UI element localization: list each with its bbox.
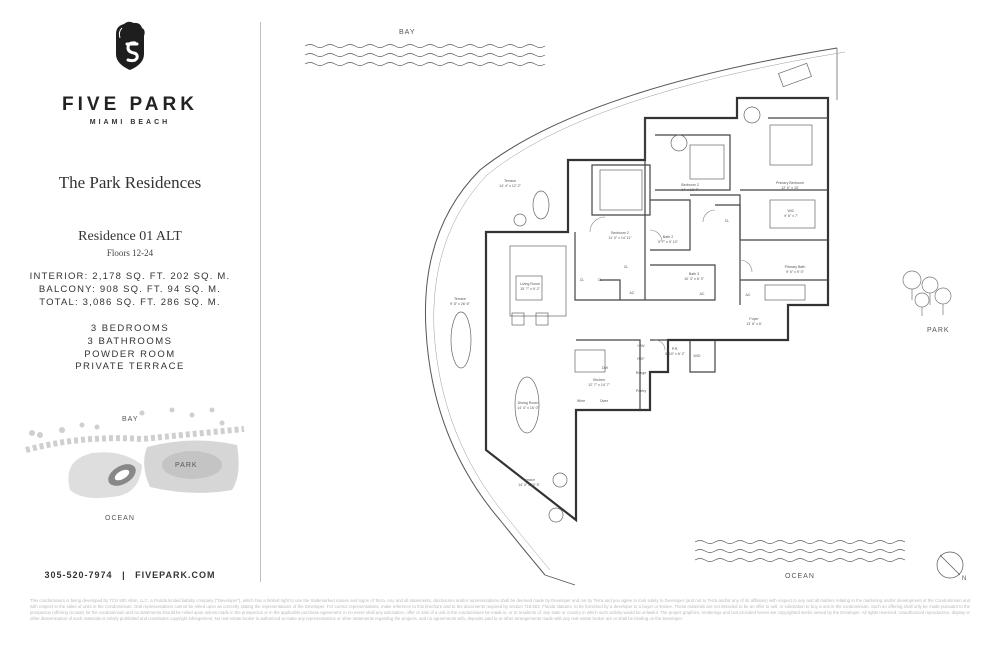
room-terrace-bottom-dim: 14' 4" x 10' 5" [518,483,540,487]
ocean-water-icon [694,540,906,562]
tag-closet-bedroom2: CL [624,265,629,269]
room-terrace-top-dim: 14' 4" x 12' 2" [499,184,521,188]
room-powder-name: P.R. [672,347,679,351]
plan-park-label: PARK [927,327,950,334]
compass-icon [936,551,964,579]
floor-plan: BAY PARK OCEAN N Terrace 14' 4" x 12' 2"… [304,29,966,586]
tag-hot-water: H/W [638,344,646,348]
room-dining-name: Dining Room [518,401,539,405]
interior-partitions [574,117,828,410]
room-terrace-bottom-name: Terrace [523,478,535,482]
room-kitchen-name: Kitchen [593,378,605,382]
room-living-name: Living Room [520,282,540,286]
contact-separator: | [122,570,126,580]
bay-water-icon [304,44,546,66]
feature-bedrooms: 3 BEDROOMS [90,323,170,334]
brand-name: FIVE PARK [62,94,198,115]
room-kitchen-dim: 12' 7" x 14' 7" [588,383,610,387]
balcony-outer-edge [424,47,838,576]
room-foyer-dim: 13' 6" x 6' [746,322,762,326]
legal-disclaimer: This condominium is being developed by T… [30,598,970,621]
tag-ac-primary: AC [746,293,751,297]
site-map-trees [29,407,225,438]
contact-phone[interactable]: 305-520-7974 [44,570,113,580]
room-bedroom3-dim: 14' x 13' 7" [681,188,699,192]
room-primary-bedroom-name: Primary Bedroom [776,181,804,185]
balcony-rail [433,51,846,571]
room-dining-dim: 14' 4" x 16' 0" [517,406,539,410]
compass-north-label: N [962,576,966,582]
room-bedroom2-name: Bedroom 2 [611,231,629,235]
tag-ac-bedroom2: AC [630,291,635,295]
residence-floors: Floors 12-24 [106,248,154,258]
tag-washer-dryer: W/D [694,354,701,358]
tag-ref: REF [637,357,645,361]
furniture [450,62,816,523]
site-map: BAY PARK OCEAN [25,407,245,522]
site-map-ocean-label: OCEAN [105,515,135,522]
tag-pantry: Pantry [636,389,647,393]
site-map-park-label: PARK [175,462,198,469]
room-wic-name: WIC [788,209,795,213]
room-bath3-dim: 10' 3" x 6' 3" [684,277,704,281]
room-primary-bath-dim: 9' 6" x 9' 0" [786,270,804,274]
tag-closet-hall: CL [598,278,603,282]
area-balcony: BALCONY: 908 SQ. FT. 94 SQ. M. [38,284,222,295]
room-foyer-name: Foyer [749,317,759,321]
tag-wine: Wine [577,399,585,403]
room-terrace-left-name: Terrace [454,297,466,301]
room-primary-bath-name: Primary Bath [785,265,806,269]
feature-private-terrace: PRIVATE TERRACE [75,361,185,372]
panel-divider [260,22,261,582]
plan-ocean-label: OCEAN [785,573,815,580]
room-terrace-top-name: Terrace [504,179,516,183]
contact-line: 305-520-7974 | FIVEPARK.COM [0,570,260,580]
info-panel: FIVE PARK MIAMI BEACH The Park Residence… [0,0,260,590]
room-bedroom2-dim: 11' 0" x 14' 11" [608,236,632,240]
room-powder-dim: 5' 10" x 6' 2" [665,352,685,356]
contact-website[interactable]: FIVEPARK.COM [135,570,216,580]
room-bath3-name: Bath 3 [689,272,699,276]
room-terrace-left-dim: 9' 8" x 26' 6" [450,302,470,306]
room-wic-dim: 9' 6" x 7' [784,214,798,218]
tag-oven: Oven [600,399,609,403]
room-bath2-dim: 5' 7" x 9' 10" [658,240,678,244]
park-trees-icon [902,270,952,316]
plan-bay-label: BAY [399,29,416,36]
feature-powder-room: POWDER ROOM [84,349,176,360]
room-primary-bedroom-dim: 12' 6" x 15' [781,186,799,190]
area-interior: INTERIOR: 2,178 SQ. FT. 202 SQ. M. [29,271,231,282]
area-total: TOTAL: 3,086 SQ. FT. 286 SQ. M. [39,297,221,308]
feature-bathrooms: 3 BATHROOMS [87,336,173,347]
site-map-highlight-building [108,464,136,486]
room-living-dim: 15' 7" x 9' 2" [520,287,540,291]
unit-exterior-wall [484,96,830,523]
brand-subname: MIAMI BEACH [89,119,171,126]
room-bedroom3-name: Bedroom 3 [681,183,699,187]
elephant-shield-logo-icon [116,21,145,70]
site-map-bay-label: BAY [122,416,139,423]
tag-range: Range [636,371,647,375]
collection-title: The Park Residences [58,173,202,192]
tag-closet-bedroom3: CL [725,219,730,223]
room-bath2-name: Bath 2 [663,235,673,239]
tag-closet-living: CL [580,278,585,282]
door-swings [589,209,753,351]
tag-ac-bath3: AC [700,292,705,296]
tag-dishwasher: DW [602,366,609,370]
residence-name: Residence 01 ALT [78,229,182,244]
